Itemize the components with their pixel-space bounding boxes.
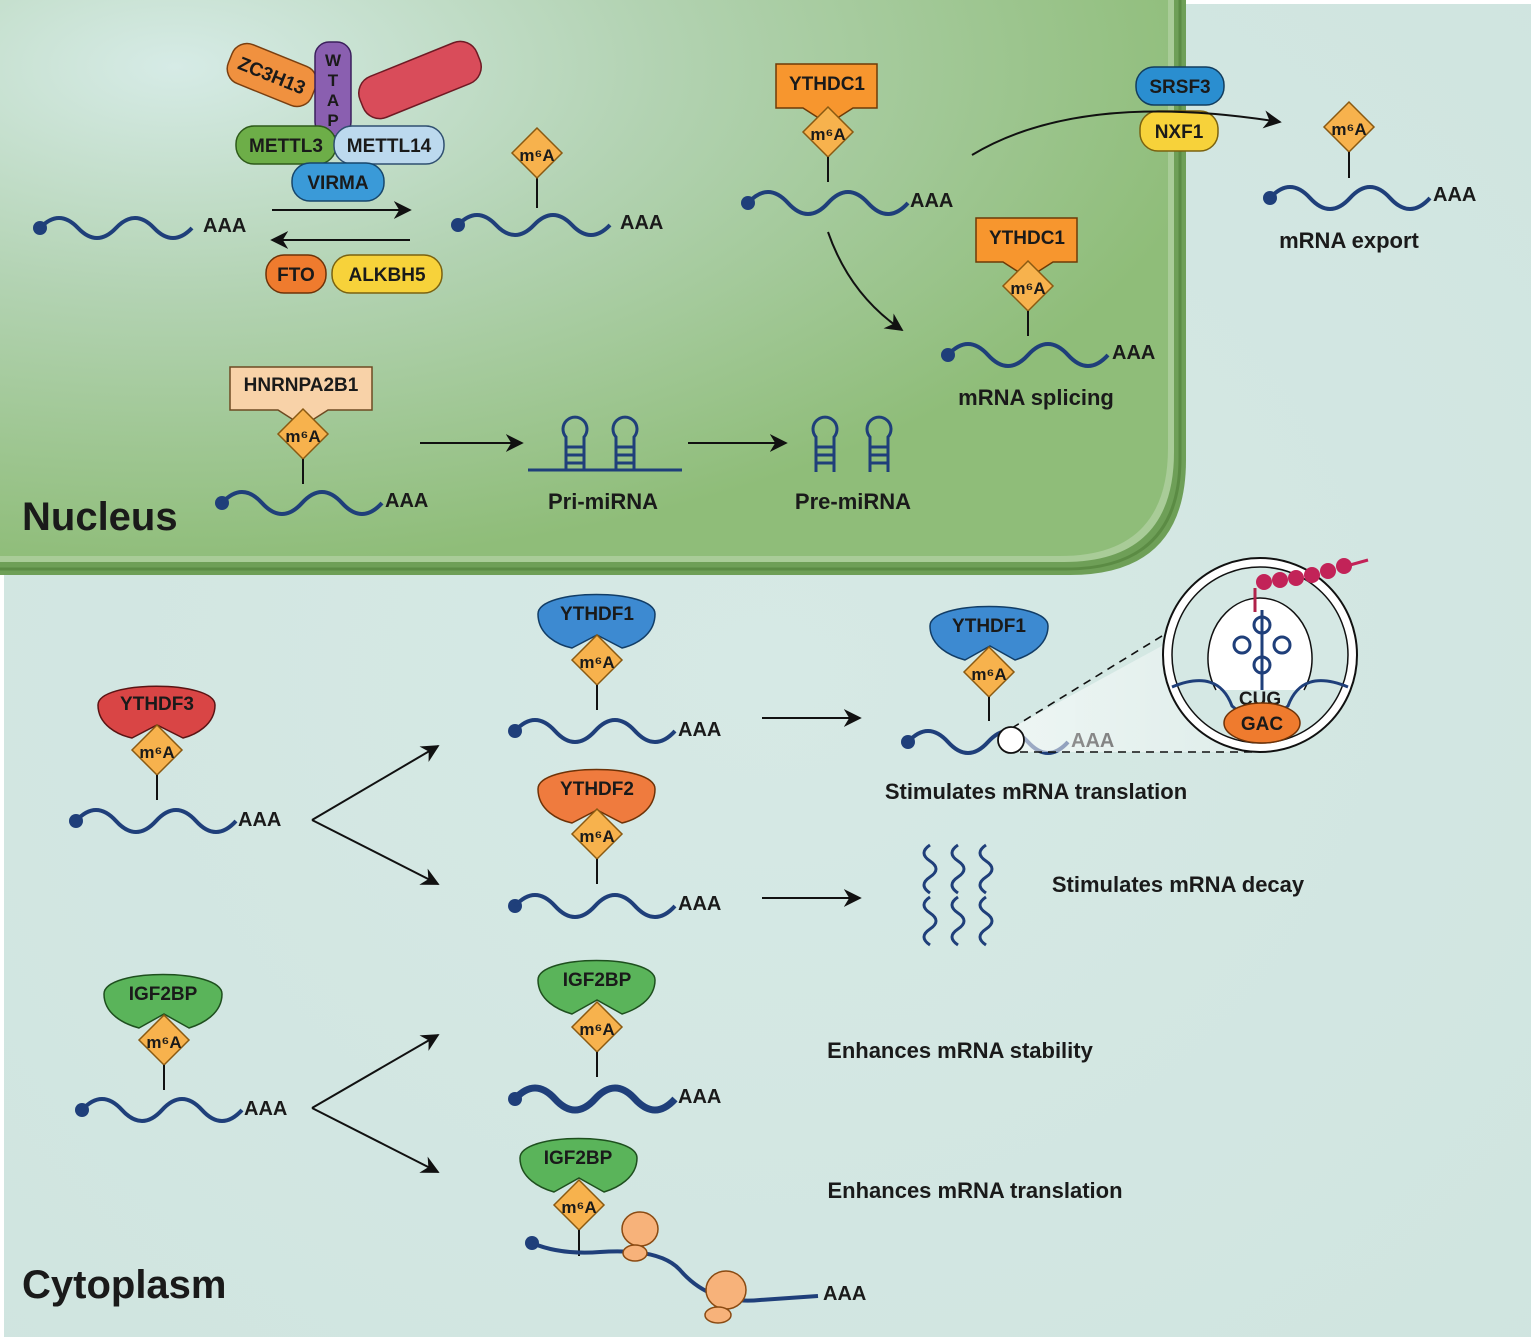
svg-text:AAA: AAA — [678, 893, 721, 915]
anticodon-label: GAC — [1241, 714, 1284, 735]
svg-text:m⁶A: m⁶A — [971, 665, 1006, 684]
mrna-methylated: m⁶A AAA — [451, 127, 663, 237]
fto-protein: FTO — [265, 254, 327, 294]
svg-text:AAA: AAA — [385, 490, 428, 512]
svg-text:AAA: AAA — [1433, 184, 1476, 206]
export-arrow — [971, 110, 1282, 156]
svg-text:YTHDF1: YTHDF1 — [952, 616, 1026, 637]
svg-text:A: A — [327, 91, 339, 110]
alkbh5-protein: ALKBH5 — [331, 254, 443, 294]
svg-text:m⁶A: m⁶A — [579, 1020, 614, 1039]
igf2bp-label: IGF2BP — [129, 984, 198, 1005]
svg-text:m⁶A: m⁶A — [285, 427, 320, 446]
wtap-protein: W T A P — [314, 41, 352, 137]
virma-protein: VIRMA — [291, 162, 385, 202]
ythdc1-export-group: YTHDC1 m⁶A AAA — [741, 63, 953, 216]
mettl14-protein: METTL14 — [333, 125, 445, 165]
ythdf3-group: YTHDF3 m⁶A AAA — [69, 685, 281, 834]
writer-complex: ZC3H13 W T A P METTL3 METTL14 VIRMA — [226, 40, 482, 202]
hnrnpa2b1-group: HNRNPA2B1 m⁶A AAA — [215, 366, 428, 516]
nxf1-label: NXF1 — [1155, 122, 1204, 143]
igf2bp-left-group: IGF2BP m⁶A AAA — [75, 973, 287, 1123]
svg-text:T: T — [328, 71, 339, 90]
pri-mirna-label: Pri-miRNA — [548, 489, 658, 514]
ribosome-icon — [704, 1270, 747, 1324]
ribosome-icon — [621, 1211, 659, 1262]
igf2bp-stability-group: IGF2BP m⁶A AAA — [508, 959, 721, 1114]
cytoplasm-label: Cytoplasm — [22, 1263, 227, 1307]
svg-text:AAA: AAA — [678, 1086, 721, 1108]
svg-text:IGF2BP: IGF2BP — [563, 970, 632, 991]
mrna-unmodified: AAA — [33, 215, 246, 240]
svg-text:W: W — [325, 51, 342, 70]
enhances-translation-label: Enhances mRNA translation — [827, 1178, 1122, 1203]
srsf3-nxf1-complex: SRSF3 NXF1 — [1135, 66, 1225, 152]
pre-mirna-label: Pre-miRNA — [795, 489, 911, 514]
srsf3-label: SRSF3 — [1149, 77, 1210, 98]
pre-mirna — [811, 415, 893, 472]
svg-text:YTHDC1: YTHDC1 — [989, 228, 1065, 249]
trna-icon — [1232, 610, 1292, 690]
peptide-chain-icon — [1256, 558, 1352, 590]
stimulates-translation-label: Stimulates mRNA translation — [885, 779, 1187, 804]
svg-text:m⁶A: m⁶A — [1331, 120, 1366, 139]
ythdf2-label: YTHDF2 — [560, 779, 634, 800]
svg-text:AAA: AAA — [203, 215, 246, 237]
degraded-mrna-fragments — [922, 843, 994, 947]
igf2bp-to-stability-arrow — [311, 1034, 440, 1109]
ythdf3-label: YTHDF3 — [120, 694, 194, 715]
ythdf1-label: YTHDF1 — [560, 604, 634, 625]
ythdc1-splicing-group: YTHDC1 m⁶A AAA mRNA splicing — [941, 217, 1155, 410]
ythdf3-to-ythdf1-arrow — [311, 745, 440, 821]
mettl3-protein: METTL3 — [235, 125, 337, 165]
svg-text:AAA: AAA — [1112, 342, 1155, 364]
svg-text:ALKBH5: ALKBH5 — [348, 265, 425, 286]
ribosome-zoom-inset: CUG GAC — [1162, 557, 1369, 753]
svg-text:m⁶A: m⁶A — [810, 125, 845, 144]
igf2bp-to-translation-arrow — [311, 1107, 440, 1173]
mrna-exported: m⁶A AAA mRNA export — [1263, 101, 1476, 253]
ythdf1-group: YTHDF1 m⁶A AAA — [508, 593, 721, 744]
svg-text:METTL14: METTL14 — [347, 136, 432, 157]
igf2bp-translation-group: IGF2BP m⁶A AAA — [519, 1137, 866, 1324]
svg-text:m⁶A: m⁶A — [561, 1198, 596, 1217]
ythdf3-to-ythdf2-arrow — [311, 819, 440, 885]
ythdf2-group: YTHDF2 m⁶A AAA — [508, 768, 721, 919]
svg-text:AAA: AAA — [238, 809, 281, 831]
m6a-label: m⁶A — [519, 146, 554, 165]
svg-text:METTL3: METTL3 — [249, 136, 323, 157]
mrna-splicing-label: mRNA splicing — [958, 385, 1114, 410]
svg-text:FTO: FTO — [277, 265, 315, 286]
mrna-export-label: mRNA export — [1279, 228, 1419, 253]
svg-text:m⁶A: m⁶A — [579, 653, 614, 672]
svg-text:AAA: AAA — [678, 719, 721, 741]
svg-text:VIRMA: VIRMA — [307, 173, 369, 194]
svg-text:m⁶A: m⁶A — [579, 827, 614, 846]
svg-text:P: P — [327, 111, 338, 130]
enhances-stability-label: Enhances mRNA stability — [827, 1038, 1093, 1063]
svg-text:AAA: AAA — [910, 190, 953, 212]
ythdc1-label: YTHDC1 — [789, 74, 865, 95]
svg-text:m⁶A: m⁶A — [146, 1033, 181, 1052]
svg-text:AAA: AAA — [244, 1098, 287, 1120]
svg-text:m⁶A: m⁶A — [139, 743, 174, 762]
splicing-arrow — [827, 231, 904, 332]
pri-mirna — [528, 415, 682, 472]
svg-text:IGF2BP: IGF2BP — [544, 1148, 613, 1169]
stimulates-decay-label: Stimulates mRNA decay — [1052, 872, 1305, 897]
eraser-complex: FTO ALKBH5 — [265, 254, 443, 294]
rbm15-protein — [358, 40, 482, 120]
nucleus-label: Nucleus — [22, 495, 178, 539]
svg-text:AAA: AAA — [620, 212, 663, 234]
svg-text:AAA: AAA — [823, 1283, 866, 1305]
svg-text:m⁶A: m⁶A — [1010, 279, 1045, 298]
hnrnpa2b1-label: HNRNPA2B1 — [244, 375, 359, 396]
